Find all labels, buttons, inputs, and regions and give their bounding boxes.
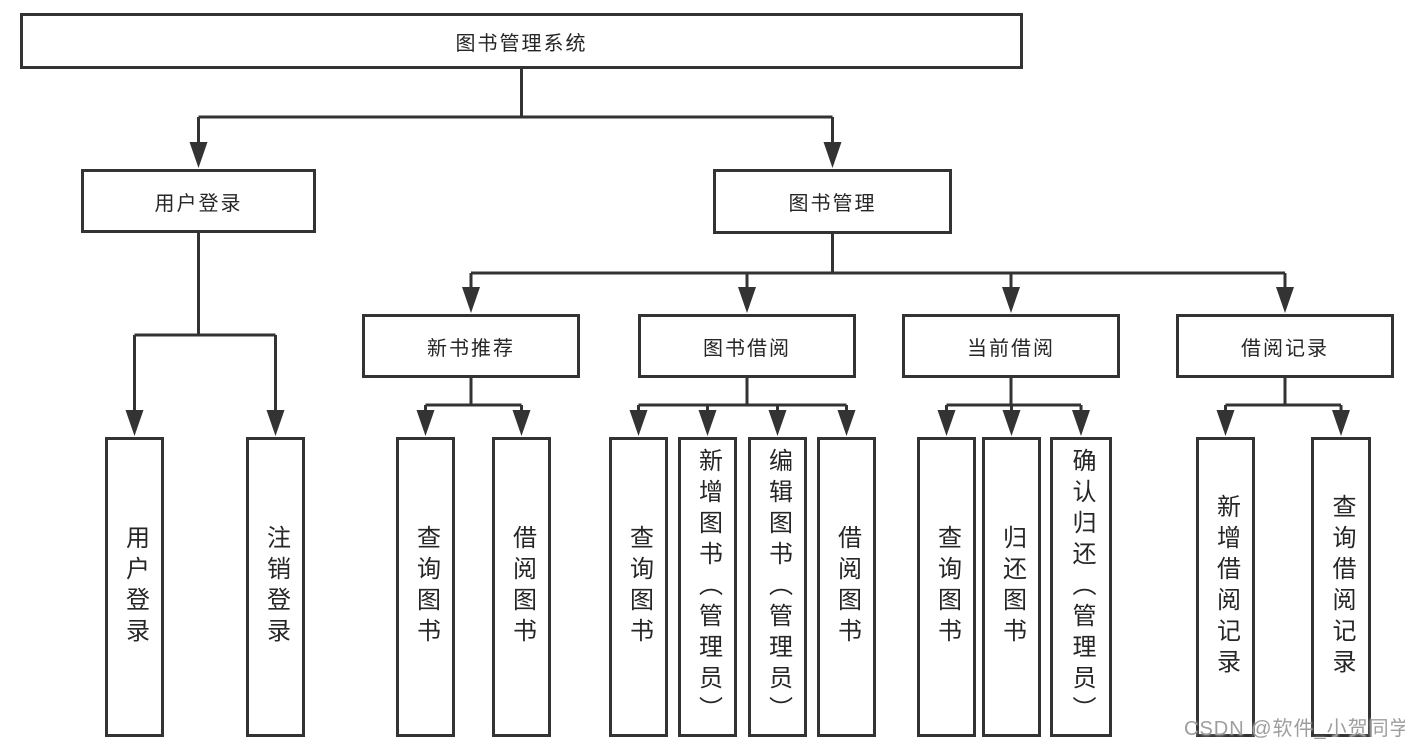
csdn-watermark: CSDN @软件_小贺同学 [1184, 718, 1405, 740]
arrowhead-down-icon [937, 410, 956, 436]
connector-branch [471, 234, 1285, 275]
node-logout-label: 注销登录 [262, 525, 290, 649]
node-confirm-return-admin-label: 确认归还（管理员） [1068, 447, 1095, 727]
node-book-borrowing: 图书借阅 [638, 314, 856, 378]
arrowhead-down-icon [823, 142, 842, 168]
arrowhead-down-icon [266, 410, 285, 436]
arrowhead-down-icon [1332, 410, 1350, 436]
node-edit-books-admin-label: 编辑图书（管理员） [764, 447, 792, 727]
connector-branch [638, 378, 847, 407]
node-add-books-admin-label: 新增图书（管理员） [694, 447, 722, 727]
node-edit-books-admin: 编辑图书（管理员） [748, 437, 807, 737]
node-book-borrowing-label: 图书借阅 [703, 337, 791, 360]
node-current-query-books: 查询图书 [917, 437, 976, 737]
node-add-books-admin: 新增图书（管理员） [678, 437, 737, 737]
arrowhead-down-icon [512, 410, 531, 436]
node-user-login-leaf-label: 用户登录 [121, 525, 149, 649]
arrowhead-down-icon [462, 287, 480, 313]
arrowhead-down-icon [1072, 410, 1090, 436]
arrowhead-down-icon [1002, 287, 1020, 313]
connector-branch [198, 69, 833, 119]
node-newbook-borrow-books-label: 借阅图书 [508, 525, 536, 649]
node-borrow-records: 借阅记录 [1176, 314, 1394, 378]
arrowhead-down-icon [1002, 410, 1021, 436]
node-borrowing-borrow-books: 借阅图书 [817, 437, 876, 737]
node-new-book-recommend-label: 新书推荐 [427, 337, 515, 360]
node-newbook-query-books: 查询图书 [396, 437, 455, 737]
arrowhead-down-icon [738, 287, 756, 313]
arrowhead-down-icon [698, 410, 717, 436]
node-root-label: 图书管理系统 [455, 32, 588, 55]
arrowhead-down-icon [1276, 287, 1294, 313]
arrowhead-down-icon [629, 410, 648, 436]
node-current-borrowing-label: 当前借阅 [967, 337, 1055, 360]
node-return-books-label: 归还图书 [998, 525, 1026, 649]
node-borrowing-query-books: 查询图书 [609, 437, 668, 737]
node-newbook-query-books-label: 查询图书 [412, 525, 440, 649]
node-add-borrow-record-label: 新增借阅记录 [1212, 494, 1240, 680]
connector-branch [946, 378, 1081, 407]
node-book-management-label: 图书管理 [788, 193, 877, 215]
node-query-borrow-record: 查询借阅记录 [1311, 437, 1371, 737]
node-newbook-borrow-books: 借阅图书 [492, 437, 551, 737]
node-borrowing-borrow-books-label: 借阅图书 [833, 525, 861, 649]
node-query-borrow-record-label: 查询借阅记录 [1328, 494, 1355, 680]
node-borrowing-query-books-label: 查询图书 [625, 525, 653, 649]
connector-branch [425, 378, 522, 407]
connector-branch [134, 233, 276, 337]
arrowhead-down-icon [189, 142, 208, 168]
node-book-management: 图书管理 [713, 169, 952, 234]
arrowhead-down-icon [416, 410, 435, 436]
node-current-borrowing: 当前借阅 [902, 314, 1120, 378]
node-user-login-label: 用户登录 [154, 192, 243, 215]
node-user-login: 用户登录 [81, 169, 316, 233]
node-current-query-books-label: 查询图书 [933, 525, 961, 649]
arrowhead-down-icon [1216, 410, 1235, 436]
node-new-book-recommend: 新书推荐 [362, 314, 580, 378]
node-logout: 注销登录 [246, 437, 305, 737]
arrowhead-down-icon [837, 410, 856, 436]
node-user-login-leaf: 用户登录 [105, 437, 164, 737]
arrowhead-down-icon [768, 410, 787, 436]
connector-branch [1225, 378, 1341, 407]
node-confirm-return-admin: 确认归还（管理员） [1050, 437, 1112, 737]
node-root: 图书管理系统 [20, 13, 1023, 69]
node-borrow-records-label: 借阅记录 [1241, 337, 1329, 360]
node-return-books: 归还图书 [982, 437, 1041, 737]
arrowhead-down-icon [125, 410, 144, 436]
node-add-borrow-record: 新增借阅记录 [1196, 437, 1255, 737]
